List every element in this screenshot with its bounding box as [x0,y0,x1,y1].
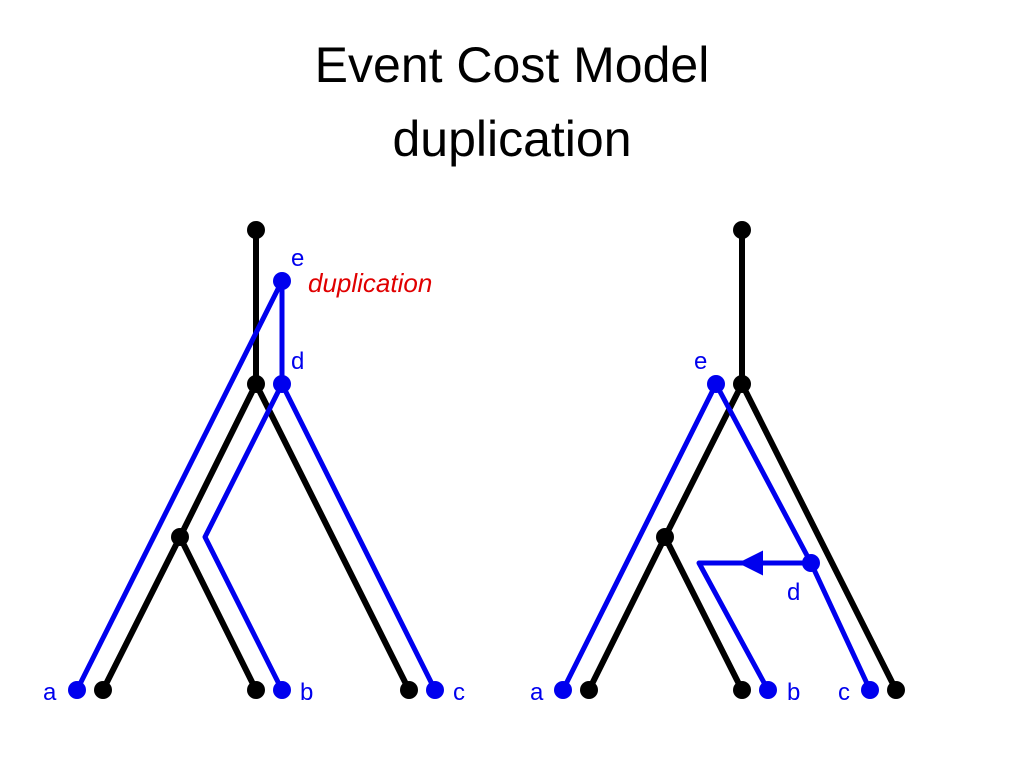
right-species-nodes [580,221,905,699]
right-gene-edge-d-c [808,561,873,692]
right-gene-nodes [554,375,879,699]
left-gene-edge-d-b [202,382,285,692]
left-species-leaf-c [400,681,418,699]
left-diagram: e d a b c duplication [43,221,465,706]
left-label-c: c [453,679,465,706]
right-species-tree [586,227,899,693]
left-gene-nodes [68,272,444,699]
right-species-root-node [733,221,751,239]
left-gene-edge-d-c [279,382,438,692]
left-gene-leaf-b [273,681,291,699]
right-label-b: b [787,679,800,706]
left-label-b: b [300,679,313,706]
right-species-leaf-b [733,681,751,699]
title-line-2: duplication [392,111,632,167]
left-species-edge-to-ab [177,381,259,540]
left-label-a: a [43,679,57,706]
slide-title: Event Cost Model duplication [0,28,1024,176]
left-species-edge-to-b [177,534,259,693]
left-gene-leaf-c [426,681,444,699]
right-labels: e d a b c [530,348,850,706]
right-label-e: e [694,348,707,375]
title-line-1: Event Cost Model [314,37,710,93]
left-gene-node-d [273,375,291,393]
left-labels: e d a b c [43,245,465,706]
right-species-leaf-c [887,681,905,699]
left-species-nodes [94,221,418,699]
left-species-tree [100,227,412,693]
right-gene-transfer-edge-to-b [696,560,771,692]
right-label-a: a [530,679,544,706]
right-species-edge-to-c [739,381,899,693]
left-species-abc-node [247,375,265,393]
right-gene-edge-e-d [713,382,814,565]
right-label-d: d [787,579,800,606]
left-gene-leaf-a [68,681,86,699]
left-species-edge-to-a [100,534,183,693]
left-species-root-node [247,221,265,239]
left-label-d: d [291,348,304,375]
right-gene-leaf-c [861,681,879,699]
left-species-leaf-b [247,681,265,699]
left-gene-tree [74,279,438,692]
left-species-ab-node [171,528,189,546]
left-gene-node-e [273,272,291,290]
right-gene-node-d [802,554,820,572]
right-label-c: c [838,679,850,706]
right-gene-node-e [707,375,725,393]
right-gene-edge-e-a [560,382,719,692]
right-species-edge-to-b [662,534,745,693]
right-gene-leaf-b [759,681,777,699]
right-gene-leaf-a [554,681,572,699]
left-species-edge-to-c [253,381,412,693]
left-duplication-annotation: duplication [308,268,432,298]
right-species-leaf-a [580,681,598,699]
left-label-e: e [291,245,304,272]
right-diagram: e d a b c [530,221,905,706]
left-species-leaf-a [94,681,112,699]
right-species-abc-node [733,375,751,393]
right-species-ab-node [656,528,674,546]
left-gene-edge-e-a [74,279,285,692]
right-species-edge-to-a [586,534,668,693]
right-gene-tree [560,382,873,692]
